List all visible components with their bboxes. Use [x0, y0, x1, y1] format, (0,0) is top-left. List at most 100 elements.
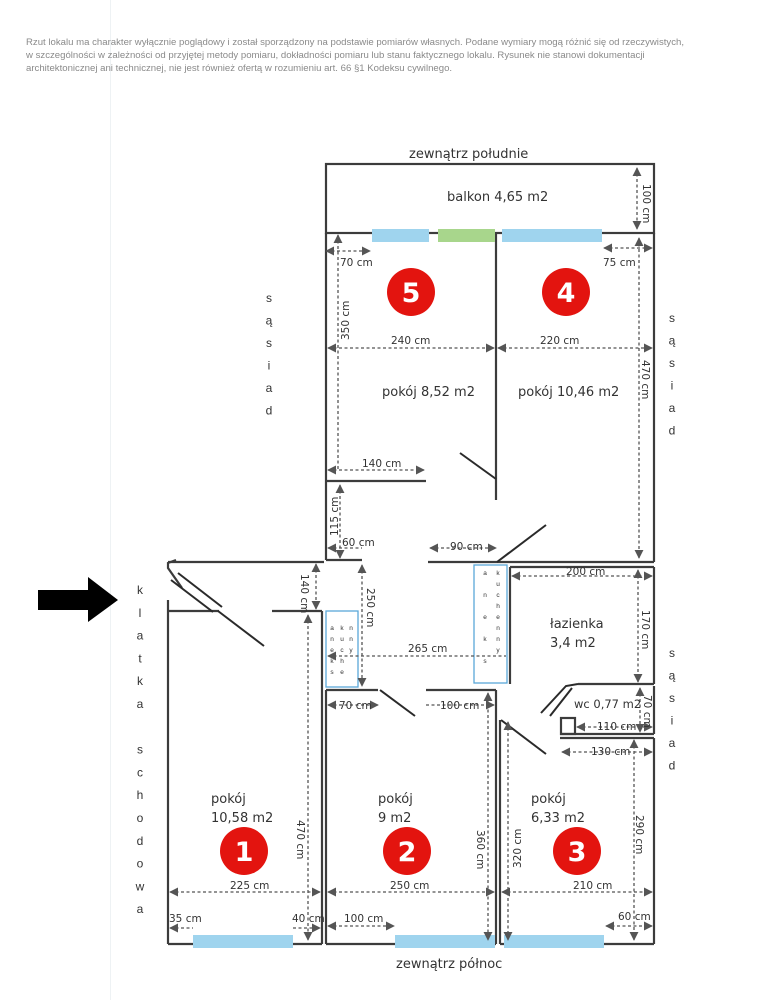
dim-label: 140 cm	[362, 458, 401, 470]
bathroom-area: 3,4 m2	[550, 636, 596, 651]
vertical-letter: a	[137, 629, 144, 643]
badge-number: 5	[402, 278, 421, 309]
vertical-letter: n	[349, 625, 353, 632]
vertical-letter: a	[137, 902, 144, 916]
bathroom-door[interactable]	[540, 683, 579, 714]
vertical-letter: i	[671, 714, 674, 728]
vertical-letter: u	[496, 581, 500, 588]
room4-label: pokój 10,46 m2	[518, 385, 619, 400]
vertical-letter: y	[349, 647, 353, 654]
dim-label: 200 cm	[566, 566, 605, 578]
vertical-letter: d	[669, 424, 676, 438]
room1-door[interactable]	[217, 610, 265, 647]
room4-door[interactable]	[496, 524, 547, 563]
dim-label: 115 cm	[329, 497, 341, 536]
room-badge-2[interactable]: 2	[383, 827, 431, 875]
room3-door[interactable]	[500, 719, 547, 755]
dim-label: 350 cm	[340, 301, 352, 340]
scan-edge	[110, 0, 111, 1000]
dim-label: 320 cm	[512, 829, 524, 868]
vertical-letter: a	[330, 625, 334, 632]
room2-door[interactable]	[379, 689, 416, 717]
window	[502, 229, 602, 242]
vertical-letter: k	[340, 625, 344, 632]
badge-number: 1	[235, 837, 254, 868]
dim-label: 35 cm	[169, 913, 202, 925]
vertical-letter: n	[483, 592, 487, 599]
dim-label: 250 cm	[364, 588, 376, 627]
vertical-letter: a	[669, 736, 676, 750]
room3-name: pokój	[531, 792, 566, 807]
dim-label: 100 cm	[440, 700, 479, 712]
dim-label: 360 cm	[474, 830, 486, 869]
vertical-letter: y	[496, 647, 500, 654]
dim-label: 100 cm	[344, 913, 383, 925]
vertical-letter: k	[483, 636, 487, 643]
dim-label: 210 cm	[573, 880, 612, 892]
vertical-letter: c	[137, 765, 143, 779]
room5-4-door[interactable]	[459, 452, 497, 480]
dim-label: 290 cm	[633, 815, 645, 854]
badge-number: 4	[557, 278, 576, 309]
vertical-letter: d	[669, 759, 676, 773]
badge-number: 3	[568, 837, 587, 868]
window	[395, 935, 495, 948]
dim-label: 265 cm	[408, 643, 447, 655]
dim-label: 40 cm	[292, 913, 325, 925]
vertical-letter: a	[266, 381, 273, 395]
dim-label: 70 cm	[339, 700, 372, 712]
vertical-letter: l	[139, 606, 142, 620]
vertical-letter: h	[137, 788, 144, 802]
vertical-letter: o	[137, 811, 144, 825]
vertical-letter: e	[340, 669, 344, 676]
vertical-letter: s	[669, 691, 675, 705]
badge-number: 2	[398, 837, 417, 868]
vertical-letter: e	[330, 647, 334, 654]
dim-label: 70 cm	[641, 695, 653, 728]
disclaimer: Rzut lokalu ma charakter wyłącznie poglą…	[26, 36, 746, 75]
dim-label: 75 cm	[603, 257, 636, 269]
dim-label: 470 cm	[639, 360, 651, 399]
windows	[193, 229, 604, 948]
disclaimer-line: w szczególności w zależności od przyjęte…	[26, 50, 645, 61]
wc-label: wc 0,77 m2	[574, 697, 641, 711]
vertical-letter: c	[340, 647, 344, 654]
room3-area: 6,33 m2	[531, 811, 585, 826]
dim-label: 240 cm	[391, 335, 430, 347]
dim-label: 220 cm	[540, 335, 579, 347]
vertical-letter: a	[483, 570, 487, 577]
room-badge-3[interactable]: 3	[553, 827, 601, 875]
vertical-letter: s	[483, 658, 487, 665]
vertical-letter: n	[349, 636, 353, 643]
room-badge-4[interactable]: 4	[542, 268, 590, 316]
vertical-letter: s	[266, 291, 272, 305]
vertical-letter: d	[137, 834, 144, 848]
vertical-letter: n	[496, 625, 500, 632]
vertical-letter: s	[266, 336, 272, 350]
dim-label: 225 cm	[230, 880, 269, 892]
vertical-letter: s	[137, 743, 143, 757]
balcony-door	[438, 229, 495, 242]
vertical-letter: ą	[266, 314, 273, 328]
dim-label: 60 cm	[342, 537, 375, 549]
vertical-letter: s	[669, 646, 675, 660]
vertical-letter: s	[669, 311, 675, 325]
window	[193, 935, 293, 948]
room-badge-5[interactable]: 5	[387, 268, 435, 316]
vertical-letter: e	[496, 614, 500, 621]
entry-door[interactable]	[177, 572, 223, 608]
room-labels: balkon 4,65 m2 pokój 8,52 m2 pokój 10,46…	[211, 190, 641, 826]
room-badge-1[interactable]: 1	[220, 827, 268, 875]
vertical-letter: a	[669, 401, 676, 415]
dim-label: 250 cm	[390, 880, 429, 892]
balcony-label: balkon 4,65 m2	[447, 190, 548, 205]
vertical-letter: ą	[669, 669, 676, 683]
vertical-letter: d	[266, 404, 273, 418]
